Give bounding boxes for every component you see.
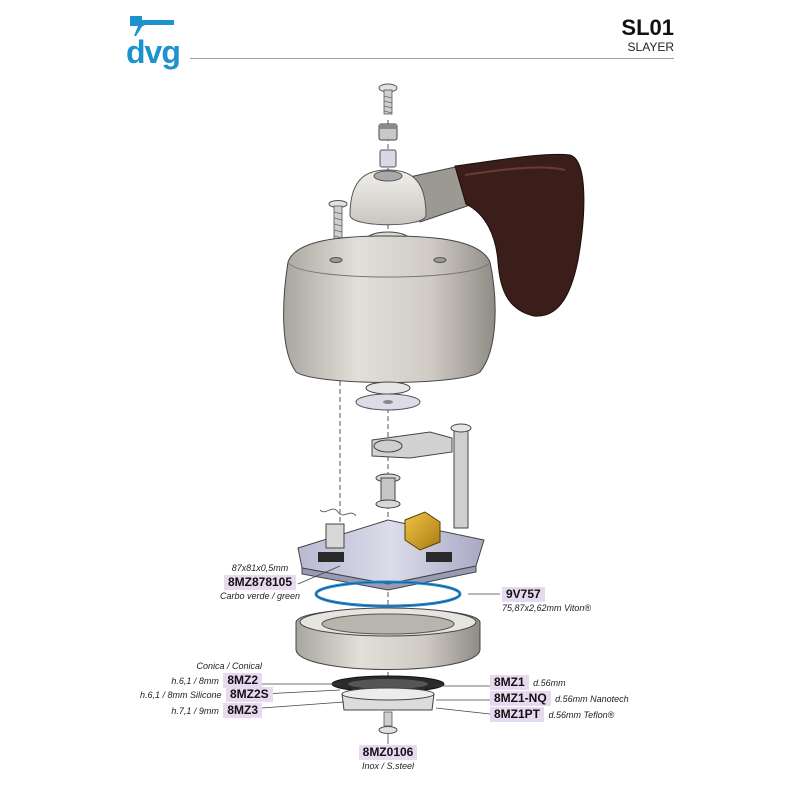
label-mz2s: h.6,1 / 8mm Silicone 8MZ2S — [140, 687, 273, 702]
mz1nq-spec: d.56mm Nanotech — [555, 694, 629, 704]
spindle — [375, 473, 401, 509]
model-code: SL01 — [621, 15, 674, 40]
group-gasket — [331, 675, 445, 693]
header-rule — [190, 58, 674, 59]
body-washer — [355, 381, 421, 411]
mz2-spec: h.6,1 / 8mm — [171, 676, 219, 686]
model-name: SLAYER — [627, 40, 674, 54]
mz1-spec: d.56mm — [533, 678, 566, 688]
label-screw: 8MZ0106 Inox / S.steel — [348, 745, 428, 773]
mz3-spec: h.7,1 / 9mm — [171, 706, 219, 716]
plate-code: 8MZ878105 — [223, 575, 297, 590]
oring-spec: 75,87x2,62mm Viton® — [502, 603, 592, 613]
dvg-logo: dvg — [126, 14, 188, 70]
oring-9v757 — [314, 580, 462, 608]
label-mz2: Conica / Conical h.6,1 / 8mm 8MZ2 — [160, 660, 262, 688]
model-header: SL01 SLAYER — [621, 15, 674, 55]
grouphead-ring — [295, 607, 481, 670]
coffee-spout-icon — [130, 16, 174, 36]
label-mz1nq: 8MZ1-NQ d.56mm Nanotech — [490, 691, 629, 706]
label-mz1: 8MZ1 d.56mm — [490, 675, 566, 690]
lever-handle — [404, 153, 585, 317]
oring-code: 9V757 — [502, 587, 545, 602]
mz2-code: 8MZ2 — [223, 673, 262, 688]
mz2s-spec: h.6,1 / 8mm Silicone — [140, 690, 222, 700]
label-mz1pt: 8MZ1PT d.56mm Teflon® — [490, 707, 614, 722]
mz3-code: 8MZ3 — [223, 703, 262, 718]
shower-screen — [341, 687, 435, 711]
bottom-screw — [378, 711, 398, 734]
mz1-code: 8MZ1 — [490, 675, 529, 690]
side-screw — [328, 200, 348, 241]
label-plate: 87x81x0,5mm 8MZ878105 Carbo verde / gree… — [220, 562, 300, 603]
mz1nq-code: 8MZ1-NQ — [490, 691, 551, 706]
mz1pt-code: 8MZ1PT — [490, 707, 545, 722]
brass-block — [404, 511, 441, 551]
mz2s-code: 8MZ2S — [226, 687, 273, 702]
screw-desc: Inox / S.steel — [361, 761, 415, 771]
logo-wordmark: dvg — [126, 34, 181, 70]
crank-pin — [450, 423, 472, 529]
label-oring: 9V757 75,87x2,62mm Viton® — [502, 587, 591, 615]
screw-code: 8MZ0106 — [358, 745, 418, 760]
top-nut — [378, 123, 398, 141]
top-spacer — [379, 149, 397, 168]
mz2-top: Conica / Conical — [196, 661, 262, 671]
crank-arm — [371, 431, 453, 459]
main-bell-body — [283, 235, 496, 383]
plate-spec: 87x81x0,5mm — [231, 563, 289, 573]
mz1pt-spec: d.56mm Teflon® — [548, 710, 615, 720]
cap-dome — [349, 169, 427, 226]
label-mz3: h.7,1 / 9mm 8MZ3 — [160, 703, 262, 718]
leader-lines — [261, 565, 500, 744]
top-screw — [378, 83, 398, 115]
plate-desc: Carbo verde / green — [220, 591, 301, 601]
